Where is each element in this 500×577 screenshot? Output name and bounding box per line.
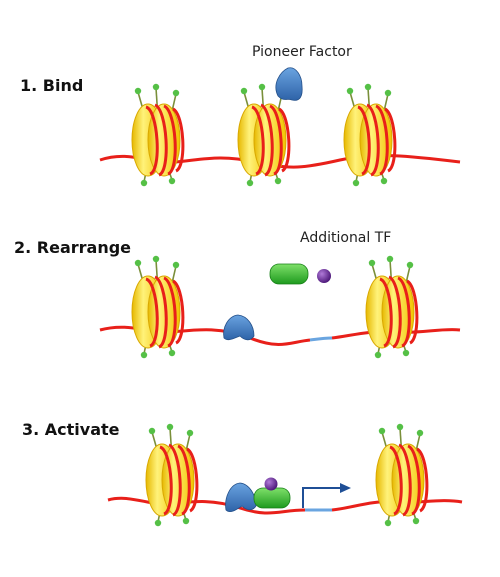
step-label-rearrange: 2. Rearrange <box>14 238 132 257</box>
nucleosome <box>342 82 397 188</box>
pioneer-factor-label: Pioneer Factor <box>252 44 352 60</box>
panel-activate <box>107 422 463 528</box>
additional-tf-label: Additional TF <box>300 230 392 246</box>
pioneer-factor-protein <box>275 67 303 101</box>
nucleosome <box>236 82 291 188</box>
nucleosome <box>144 422 199 528</box>
additional-tf-protein <box>253 487 291 509</box>
nucleosome <box>374 422 429 528</box>
open-chromatin-region <box>309 336 333 342</box>
nucleosome <box>364 254 419 360</box>
nucleosome <box>130 254 185 360</box>
additional-tf-protein <box>269 263 309 285</box>
step-label-activate: 3. Activate <box>22 420 120 439</box>
transcription-start-arrow <box>302 483 351 508</box>
dna-strand <box>99 325 311 346</box>
panel-rearrange <box>99 254 461 360</box>
step-label-bind: 1. Bind <box>20 76 84 95</box>
pioneer-factor-protein <box>225 482 257 513</box>
pioneer-factor-protein <box>223 314 255 341</box>
cofactor-protein <box>317 269 331 283</box>
nucleosome <box>130 82 185 188</box>
cofactor-protein <box>264 477 278 491</box>
dna-strand <box>107 496 306 515</box>
panel-bind <box>99 67 461 188</box>
